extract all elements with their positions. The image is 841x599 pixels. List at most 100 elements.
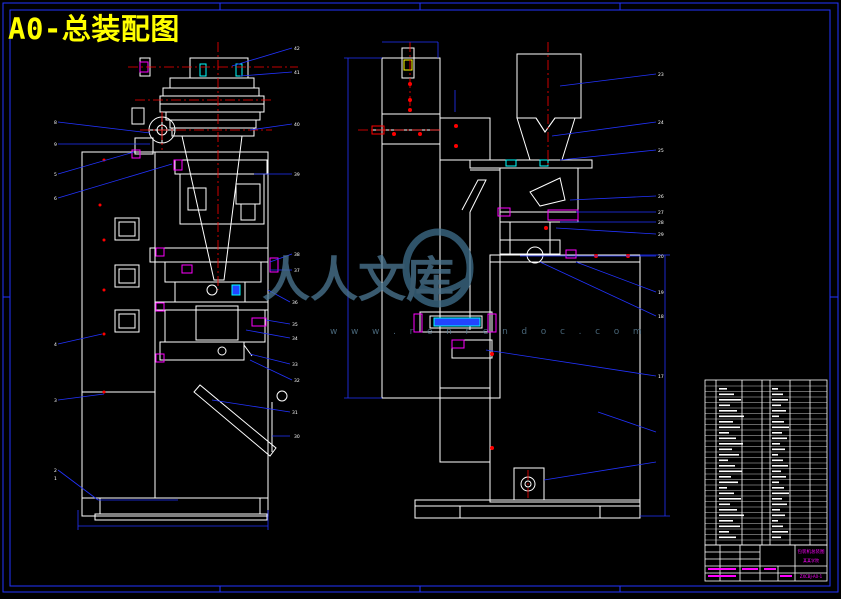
parts-entry-mark [719,393,734,396]
parts-entry-mark [719,509,737,511]
watermark: 人人文库 [262,228,474,308]
watermark-url: w w w . r e n r e n d o c . c o m [330,327,648,337]
parts-entry-mark [772,476,786,478]
parts-list-entries [719,388,789,539]
parts-entry-mark [772,536,781,539]
parts-entry-mark [719,503,730,506]
right-view [344,41,670,519]
balloon-number: 39 [294,172,300,178]
parts-entry-mark [719,448,732,451]
left-fasteners [98,61,279,394]
balloon-number: 32 [294,378,300,384]
left-cabinet [81,151,269,521]
parts-entry-mark [772,454,778,456]
parts-entry-mark [719,465,735,467]
parts-entry-mark [719,443,743,445]
right-fasteners [371,47,630,450]
parts-entry-mark [719,525,740,528]
parts-entry-mark [719,531,729,533]
parts-entry-mark [772,531,788,533]
balloon-number: 35 [292,322,298,328]
balloon-number: 2 [54,468,57,474]
balloon-number: 1 [54,476,57,482]
balloon-number: 37 [294,268,300,274]
parts-entry-mark [719,388,727,390]
balloon-number: 3 [54,398,57,404]
parts-list-rows [705,385,827,541]
parts-entry-mark [719,514,744,517]
parts-entry-mark [719,399,741,401]
balloon-number: 4 [54,342,57,348]
right-dimensions [344,41,670,517]
drawing-title: A0-总装配图 [8,12,180,46]
parts-entry-mark [772,421,784,423]
parts-entry-mark [719,487,727,489]
balloon-labels: 8956432142414039383736353433323130232425… [54,46,664,482]
lever-arm [193,384,288,457]
parts-entry-mark [772,410,786,412]
parts-entry-mark [772,525,783,528]
parts-entry-mark [772,520,778,522]
balloon-number: 9 [54,142,57,148]
parts-entry-mark [772,503,787,506]
parts-entry-mark [719,415,744,418]
parts-entry-mark [772,388,778,390]
parts-entry-mark [719,470,742,473]
parts-entry-mark [719,498,741,500]
balloon-number: 31 [292,410,298,416]
parts-entry-mark [772,437,787,440]
drawing-name: 包装机总装图 [798,548,825,555]
balloon-number: 40 [294,122,300,128]
balloon-number: 19 [658,290,664,296]
parts-entry-mark [719,476,731,478]
balloon-number: 25 [658,148,664,154]
balloon-number: 33 [292,362,298,368]
balloon-number: 20 [658,254,664,260]
parts-entry-mark [772,514,785,517]
parts-entry-mark [719,492,734,495]
parts-entry-mark [772,399,788,401]
parts-entry-mark [772,492,789,495]
right-leaders [485,73,657,481]
balloon-number: 23 [658,72,664,78]
title-block-signatures [708,568,792,577]
balloon-number: 36 [292,300,298,306]
parts-entry-mark [719,410,737,412]
parts-entry-mark [772,470,781,473]
right-body [372,53,641,519]
parts-entry-mark [772,487,784,489]
balloon-number: 34 [292,336,298,342]
parts-entry-mark [772,448,785,451]
balloon-number: 41 [294,70,300,76]
left-leaders [57,121,178,501]
parts-entry-mark [772,393,783,396]
parts-entry-mark [719,404,730,407]
left-dimension [77,510,269,530]
parts-entry-mark [772,498,782,500]
handwheel [131,57,176,155]
balloon-number: 42 [294,46,300,52]
balloon-number: 30 [294,434,300,440]
drawing-number: ZXCBJ-A0-1 [800,574,823,579]
parts-entry-mark [772,465,788,467]
parts-entry-mark [719,454,739,456]
parts-entry-mark [772,404,781,407]
parts-entry-mark [719,481,738,484]
frame-zone-marks [3,3,838,592]
parts-entry-mark [719,459,728,462]
title-block: 包装机总装图 某某学院 ZXCBJ-A0-1 [704,379,828,582]
balloon-number: 8 [54,120,57,126]
company-name: 某某学院 [803,557,819,563]
balloon-number: 6 [54,196,57,202]
parts-entry-mark [772,443,780,445]
balloon-number: 29 [658,232,664,238]
parts-entry-mark [719,536,736,539]
top-leaders [211,47,293,437]
balloon-number: 27 [658,210,664,216]
parts-entry-mark [772,459,783,462]
balloon-number: 38 [294,252,300,258]
parts-entry-mark [772,415,779,418]
parts-entry-mark [719,432,729,434]
